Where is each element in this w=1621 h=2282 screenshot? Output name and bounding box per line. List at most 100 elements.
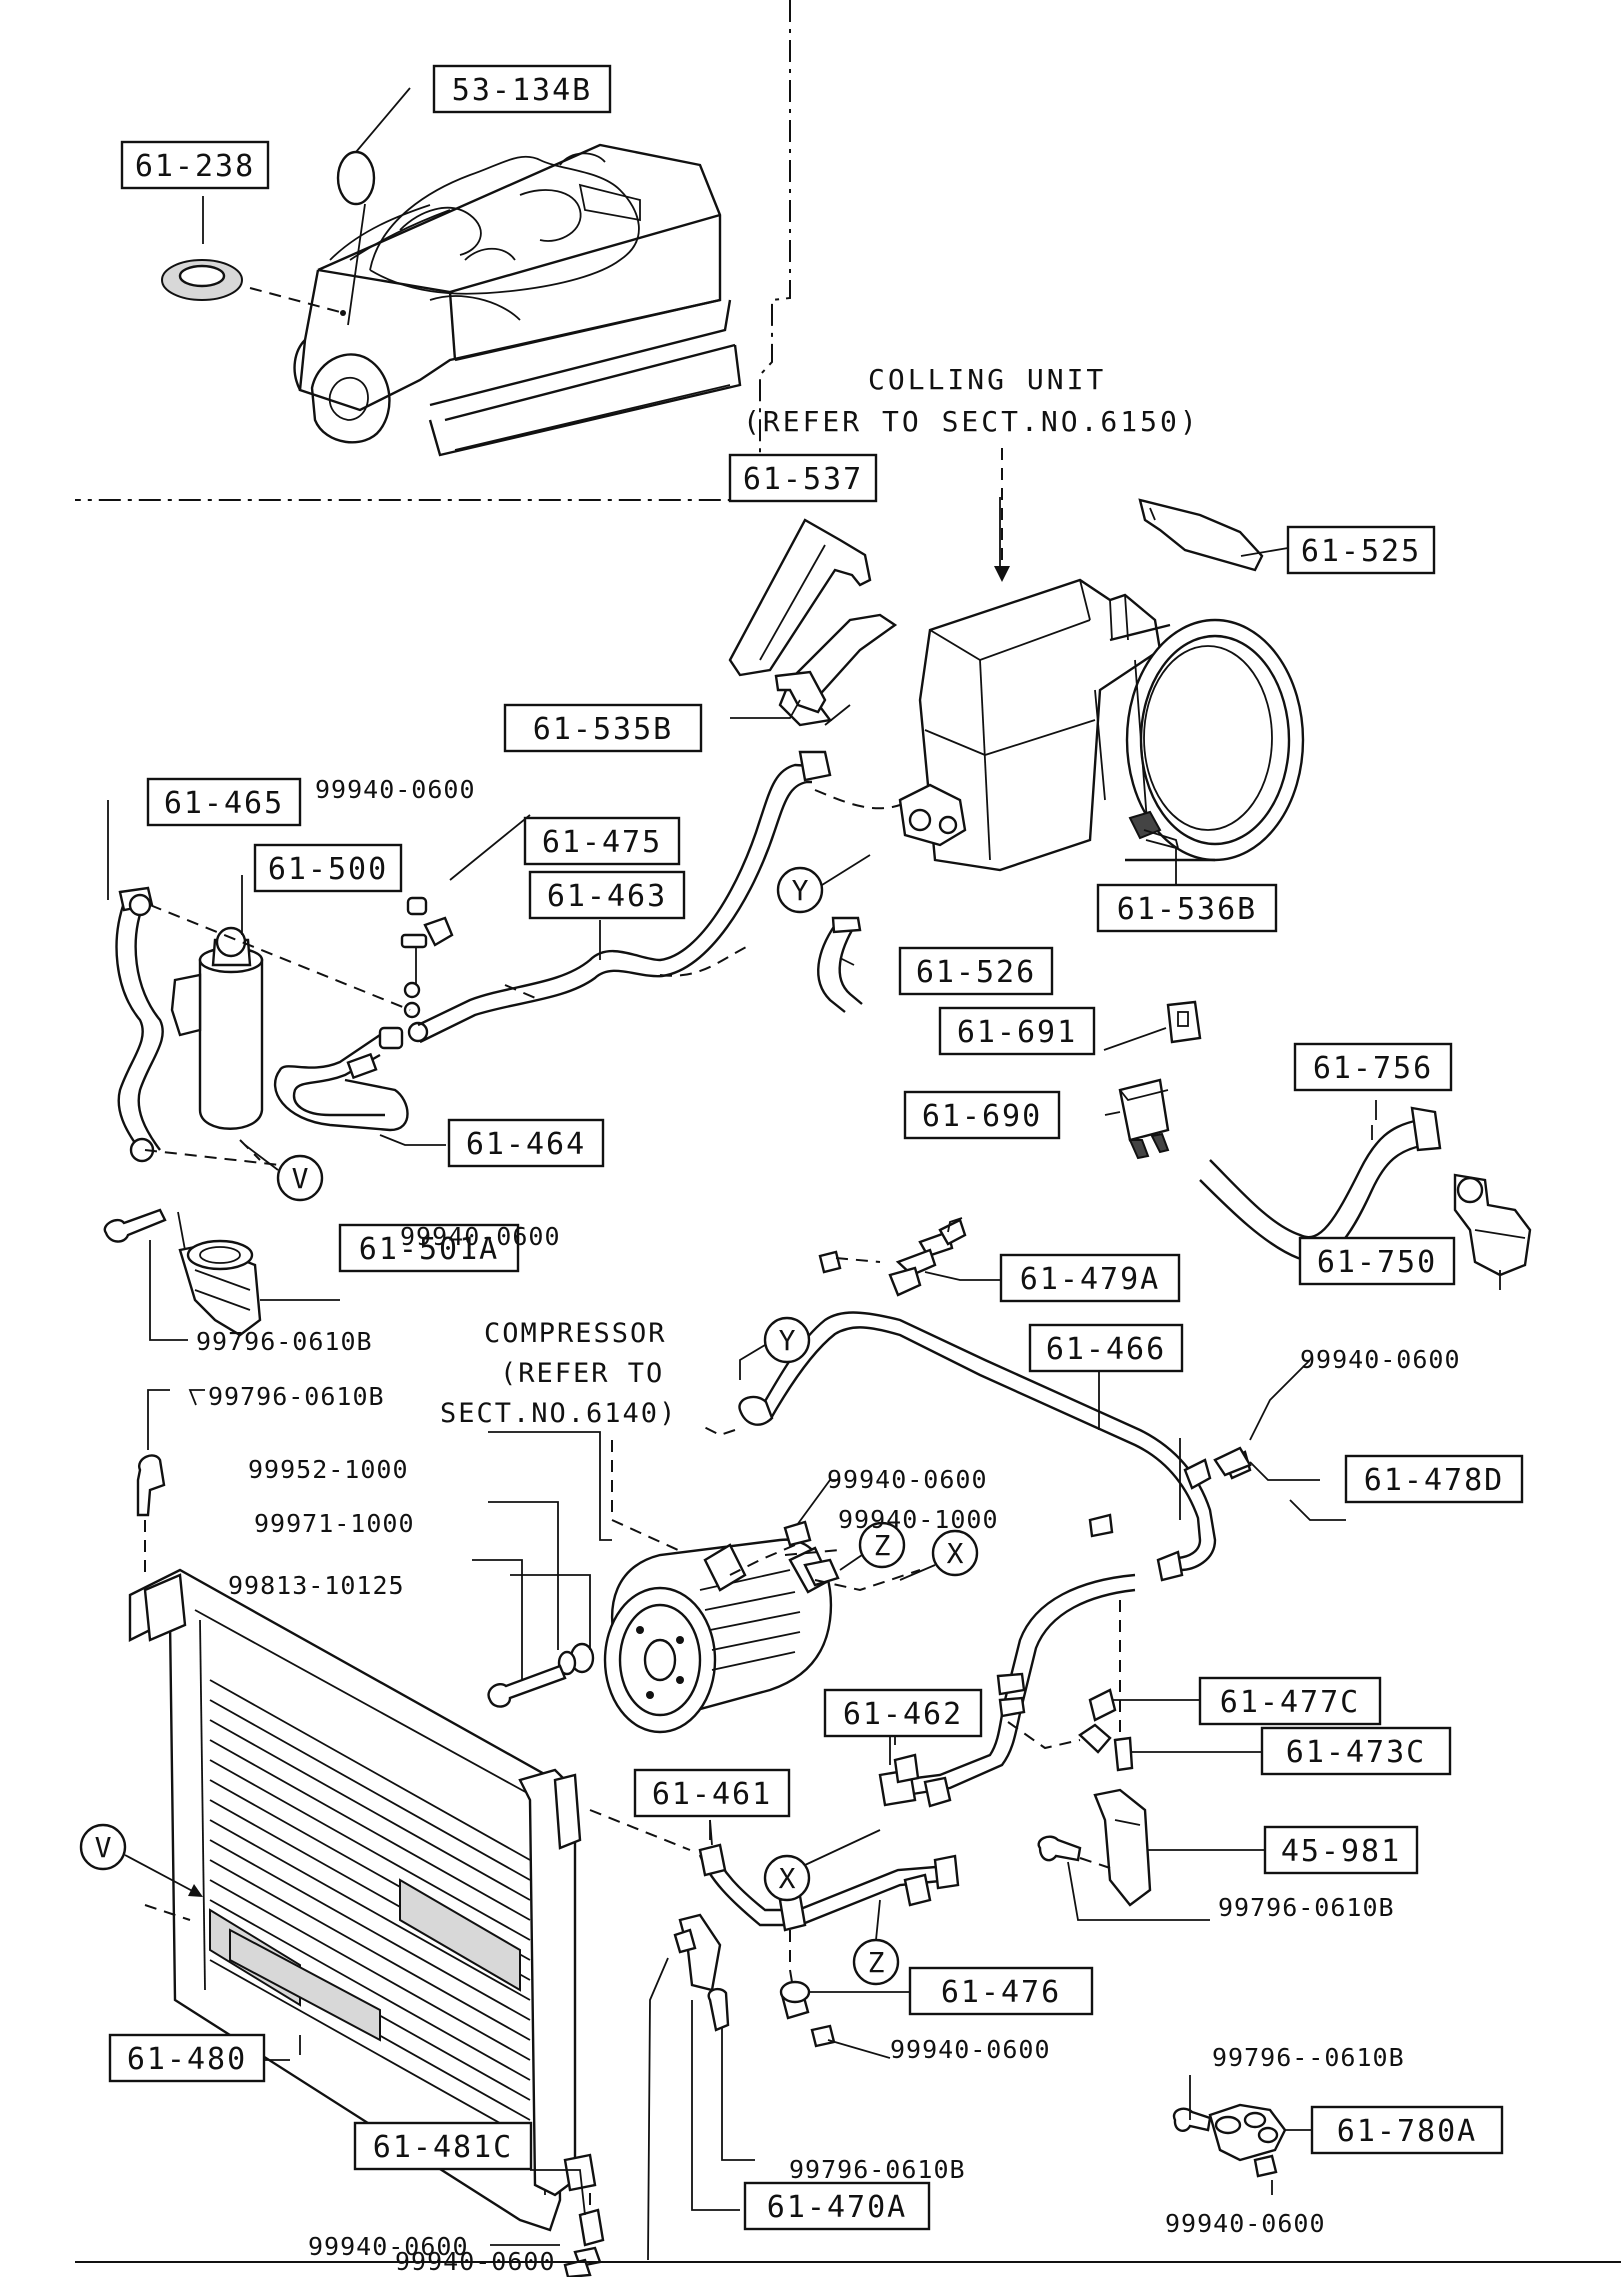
bolt-label-99940-0600: 99940-0600 [315, 775, 476, 804]
part-label-61-479A: 61-479A [1020, 1262, 1160, 1297]
part-label-box [633, 1768, 791, 1818]
part-label-61-537: 61-537 [743, 462, 863, 497]
connector-label-X: X [779, 1862, 796, 1895]
hose-61-526 [817, 916, 863, 1013]
bracket-45-981 [1037, 1788, 1210, 1921]
part-label-61-535B: 61-535B [533, 712, 673, 747]
part-label-61-525: 61-525 [1301, 534, 1421, 569]
bolt-label-99940-0600: 99940-0600 [827, 1465, 988, 1494]
bolt-label-99940-1000: 99940-1000 [838, 1505, 999, 1534]
header-note: COLLING UNIT (REFER TO SECT.NO.6150) [743, 363, 1200, 438]
part-label-box [447, 1118, 605, 1168]
cooling-unit [898, 448, 1305, 896]
connector-label-X: X [947, 1537, 964, 1570]
part-label-61-480: 61-480 [127, 2042, 247, 2077]
bolt-label-99940-0600: 99940-0600 [890, 2035, 1051, 2064]
part-label-box [432, 64, 612, 114]
receiver-drier [103, 886, 454, 1341]
part-label-61-526: 61-526 [916, 955, 1036, 990]
compressor-note-line1: COMPRESSOR [484, 1318, 667, 1349]
part-label-61-756: 61-756 [1313, 1051, 1433, 1086]
part-label-61-536B: 61-536B [1117, 892, 1257, 927]
connector-markers [79, 854, 979, 1986]
bracket-61-470A [647, 1913, 755, 2261]
bolt-label-99796-0610B: 99796-0610B [1218, 1893, 1395, 1922]
part-label-box [743, 2181, 931, 2231]
part-label-61-462: 61-462 [843, 1697, 963, 1732]
part-label-61-691: 61-691 [957, 1015, 1077, 1050]
connector-label-V: V [292, 1162, 309, 1195]
pipe-61-463 [417, 750, 901, 1044]
part-label-box [253, 843, 403, 893]
part-label-box [523, 816, 681, 866]
sensor-61-780A [1172, 2075, 1287, 2178]
relay-61-691 [1166, 1000, 1202, 1044]
relay-61-690 [1118, 1078, 1170, 1160]
part-label-box [823, 1688, 983, 1738]
valve-61-750 [1453, 1173, 1532, 1290]
part-label-box [1344, 1454, 1524, 1504]
part-label-box [1096, 883, 1278, 933]
part-label-61-500: 61-500 [268, 852, 388, 887]
part-label-box [1310, 2105, 1504, 2155]
header-line2: (REFER TO SECT.NO.6150) [743, 405, 1200, 438]
part-label-box [1198, 1676, 1382, 1726]
vehicle-inset [75, 0, 791, 501]
part-label-box [338, 1223, 520, 1273]
bolt-label-99796--0610B: 99796--0610B [1212, 2043, 1405, 2072]
bolt-label-99796-0610B: 99796-0610B [208, 1382, 385, 1411]
bolt-label-99940-0600: 99940-0600 [1300, 1345, 1461, 1374]
part-label-45-981: 45-981 [1281, 1834, 1401, 1869]
pipe-61-466 [699, 1217, 1217, 1582]
part-label-61-465: 61-465 [164, 786, 284, 821]
part-label-box [353, 2121, 533, 2171]
part-label-61-466: 61-466 [1046, 1332, 1166, 1367]
part-label-box [999, 1253, 1181, 1303]
part-label-61-461: 61-461 [652, 1777, 772, 1812]
clip-61-535B [730, 670, 827, 719]
bolt-label-99940-0600: 99940-0600 [308, 2232, 469, 2261]
part-label-61-477C: 61-477C [1220, 1685, 1360, 1720]
connector-label-Y: Y [792, 874, 809, 907]
header-line1: COLLING UNIT [868, 363, 1106, 396]
part-label-box [108, 2033, 266, 2083]
part-label-61-238: 61-238 [135, 149, 255, 184]
part-labels: 53-134B61-23861-53761-52561-535B61-46561… [95, 64, 1524, 2276]
part-label-61-470A: 61-470A [767, 2190, 907, 2225]
part-label-box [120, 140, 270, 190]
part-label-box [898, 946, 1054, 996]
part-label-61-501A: 61-501A [359, 1232, 499, 1267]
plate-61-525 [1138, 498, 1264, 572]
part-label-61-463: 61-463 [547, 879, 667, 914]
part-label-box [1028, 1323, 1184, 1373]
part-label-61-464: 61-464 [466, 1127, 586, 1162]
part-label-61-481C: 61-481C [373, 2130, 513, 2165]
part-label-61-690: 61-690 [922, 1099, 1042, 1134]
part-label-box [528, 870, 686, 920]
bolt-label-99952-1000: 99952-1000 [248, 1455, 409, 1484]
compressor-note-line2: (REFER TO [500, 1358, 664, 1389]
part-label-box [938, 1006, 1096, 1056]
bolt-label-99940-0600: 99940-0600 [400, 1222, 561, 1251]
connector-label-Z: Z [868, 1946, 885, 1979]
pipe-61-461 [589, 1809, 960, 2048]
part-label-61-750: 61-750 [1317, 1245, 1437, 1280]
part-label-box [146, 777, 302, 827]
bolt-label-99940-0600: 99940-0600 [1165, 2209, 1326, 2238]
compressor [472, 1431, 921, 1734]
part-label-box [1293, 1042, 1453, 1092]
part-label-box [1260, 1726, 1452, 1776]
bolt-label-99796-0610B: 99796-0610B [196, 1327, 373, 1356]
compressor-note: COMPRESSOR (REFER TO SECT.NO.6140) [440, 1318, 677, 1429]
part-label-box [503, 703, 703, 753]
compressor-note-line3: SECT.NO.6140) [440, 1398, 677, 1429]
part-label-box [1286, 525, 1436, 575]
part-label-61-475: 61-475 [542, 825, 662, 860]
bolt-label-99813-10125: 99813-10125 [228, 1571, 405, 1600]
part-label-61-473C: 61-473C [1286, 1735, 1426, 1770]
bolt-label-99796-0610B: 99796-0610B [789, 2155, 966, 2184]
connector-label-V: V [95, 1831, 112, 1864]
part-label-box [1298, 1236, 1456, 1286]
